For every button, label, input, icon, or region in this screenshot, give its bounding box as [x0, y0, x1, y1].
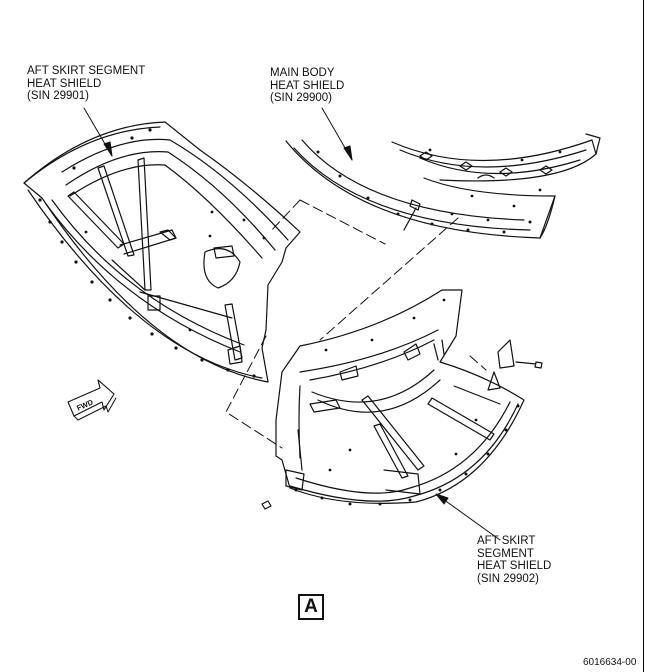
callout-line: SEGMENT	[477, 547, 534, 560]
callout-line: AFT SKIRT	[477, 535, 536, 547]
callout-aft-skirt-segment-29901: AFT SKIRT SEGMENT HEAT SHIELD (SIN 29901…	[27, 65, 145, 103]
callout-line: AFT SKIRT SEGMENT	[27, 65, 146, 77]
figure-id: 6016634-00	[583, 657, 637, 668]
callout-line: MAIN BODY	[270, 67, 335, 79]
main-body-heat-shield-29900	[285, 133, 601, 239]
fastener-holes	[38, 128, 266, 378]
callout-line: (SIN 29900)	[270, 92, 333, 104]
aft-skirt-segment-29901	[23, 121, 301, 383]
callout-main-body-heat-shield: MAIN BODY HEAT SHIELD (SIN 29900)	[270, 67, 344, 105]
page-border-right	[643, 0, 644, 672]
callout-line: (SIN 29902)	[477, 572, 540, 585]
callout-line: (SIN 29901)	[27, 90, 90, 102]
view-label-box: A	[298, 594, 324, 620]
callout-line: HEAT SHIELD	[477, 560, 552, 572]
aft-skirt-segment-29902	[261, 289, 543, 510]
alignment-lines	[225, 199, 487, 449]
callout-line: HEAT SHIELD	[27, 77, 102, 90]
fwd-direction-arrow: FWD	[67, 379, 117, 421]
callout-aft-skirt-segment-29902: AFT SKIRT SEGMENT HEAT SHIELD (SIN 29902…	[477, 535, 551, 585]
leader-lines	[83, 107, 501, 541]
callout-line: HEAT SHIELD	[270, 79, 345, 92]
